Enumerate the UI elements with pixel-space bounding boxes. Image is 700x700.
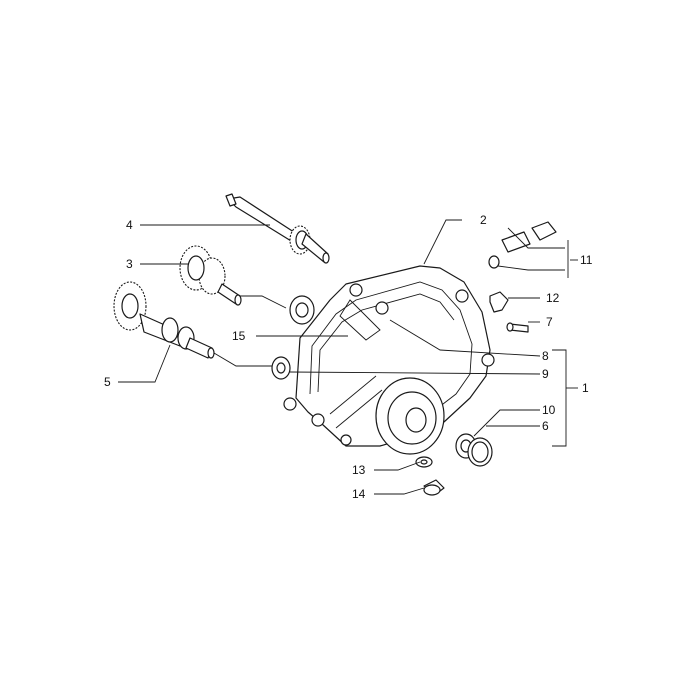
part-11-hose (488, 221, 557, 269)
part-4-shaft (225, 193, 330, 264)
callout-6: 6 (542, 419, 549, 433)
part-5-gear-shaft (113, 281, 215, 359)
callout-1: 1 (582, 381, 589, 395)
callout-12: 12 (546, 291, 560, 305)
part-12-clip (489, 291, 509, 313)
callout-4: 4 (126, 218, 133, 232)
callout-3: 3 (126, 257, 133, 271)
leader-lines (118, 219, 578, 495)
callout-10: 10 (542, 403, 556, 417)
callout-13: 13 (352, 463, 366, 477)
callout-2: 2 (480, 213, 487, 227)
part-6-ring (467, 437, 493, 467)
callout-14: 14 (352, 487, 366, 501)
part-3-gear-shaft (179, 245, 242, 306)
part-7-bolt (506, 322, 529, 333)
callout-15: 15 (232, 329, 246, 343)
bearing (289, 295, 315, 325)
callout-5: 5 (104, 375, 111, 389)
callout-7: 7 (546, 315, 553, 329)
part-9-washer (271, 356, 291, 380)
callout-11: 11 (580, 253, 593, 267)
part-13-washer (415, 456, 433, 468)
part-14-plug (423, 479, 445, 496)
callout-9: 9 (542, 367, 549, 381)
part-1-housing (283, 265, 495, 455)
callout-labels: 4 3 5 2 15 11 12 7 8 9 1 10 6 13 14 (104, 213, 593, 501)
callout-8: 8 (542, 349, 549, 363)
